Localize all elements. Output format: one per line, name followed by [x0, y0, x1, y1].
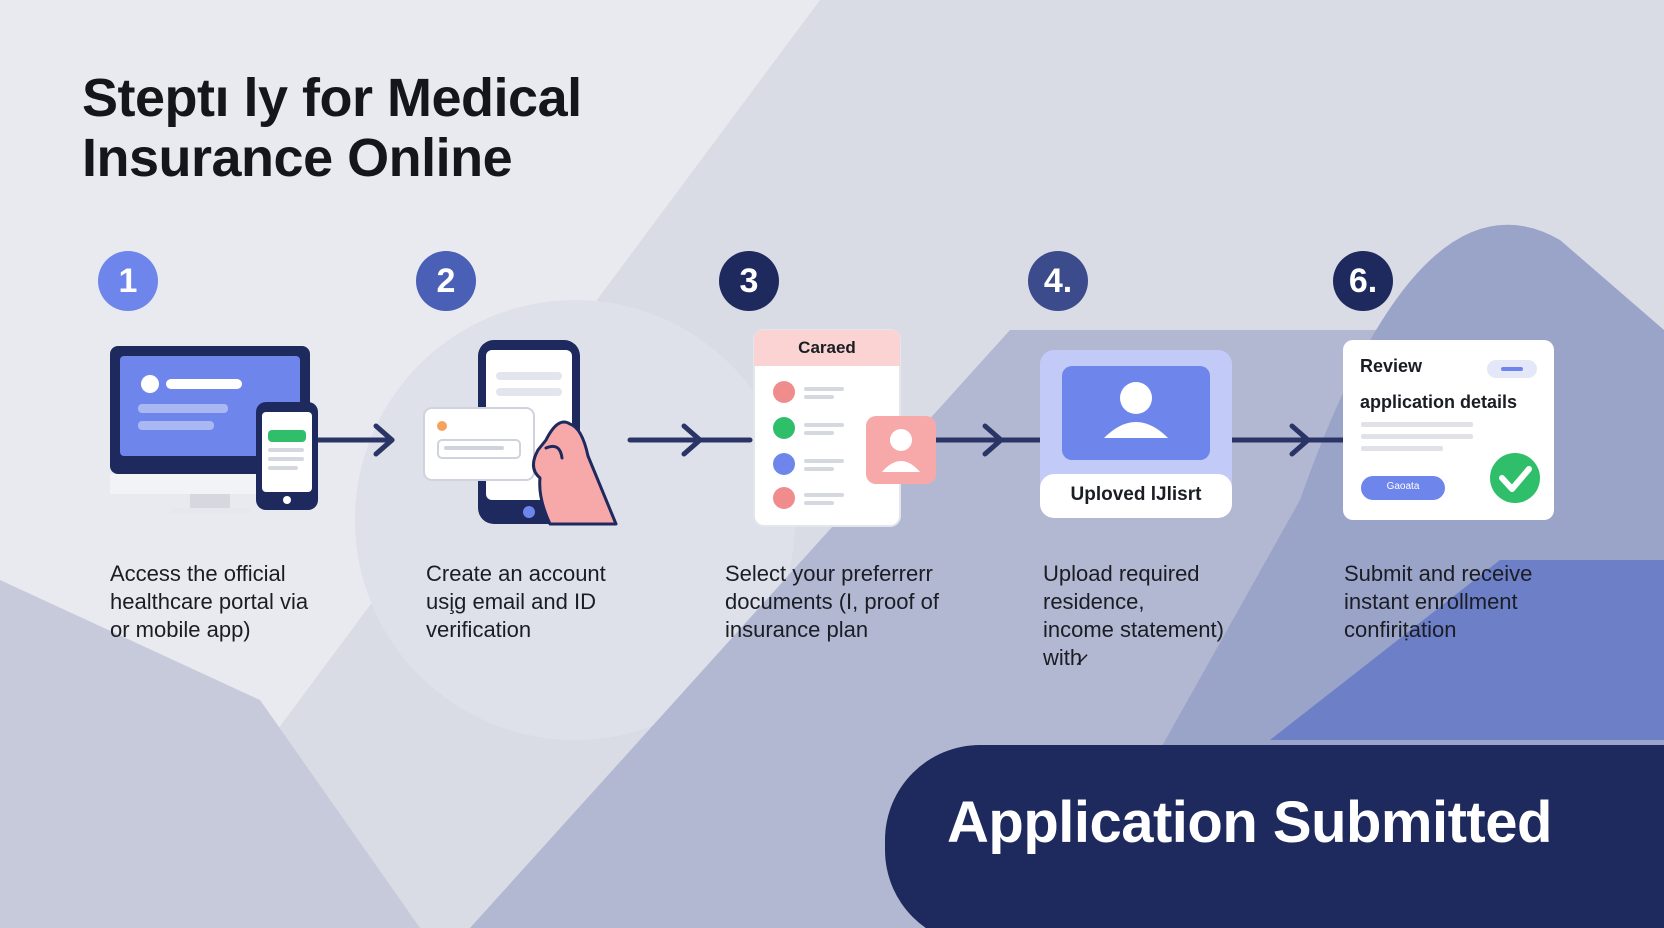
phone-in-hand-icon [423, 340, 618, 526]
step-1-badge: 1 [98, 251, 158, 311]
step-5-card-button-label: Gaoata [1386, 481, 1420, 492]
page-title: Step​tı ly for Medical Insurance Online [82, 68, 582, 188]
arrow-3-4-head [982, 423, 1004, 457]
step-3-line-2: documents (I, proof of [725, 589, 939, 614]
step-4-line-4: with̷ [1043, 645, 1083, 670]
step-2-description: Create an account usi̧g email and ID ver… [426, 560, 606, 644]
review-checkmark-icon [1343, 340, 1554, 520]
step-5-line-3: confiriṭation [1344, 617, 1457, 642]
step-5-line-1: Submit and receive [1344, 561, 1533, 586]
step-2-badge: 2 [416, 251, 476, 311]
step-3-line-1: Select your preferrerr [725, 561, 933, 586]
step-5-badge: 6. [1333, 251, 1393, 311]
application-submitted-banner: Application Submitted [885, 745, 1664, 928]
banner-label: Application Submitted [947, 790, 1552, 855]
upload-user-card-icon [1040, 350, 1232, 518]
arrow-4-5-head [1289, 423, 1311, 457]
step-3-description: Select your preferrerr documents (I, pro… [725, 560, 939, 644]
step-4-line-1: Upload required [1043, 561, 1200, 586]
step-4-line-2: residence, [1043, 589, 1145, 614]
step-2-line-2: usi̧g email and ID [426, 589, 596, 614]
title-line-2: Insurance Online [82, 128, 513, 188]
step-3-badge: 3 [719, 251, 779, 311]
step-2-line-3: verification [426, 617, 532, 642]
arrow-1-2-head [373, 423, 395, 457]
arrow-2-3-head [681, 423, 703, 457]
step-1-line-3: or mobile app) [110, 617, 251, 642]
step-5-card-label-2: application details [1360, 392, 1518, 412]
step-5-card-label-1: Review [1360, 356, 1423, 376]
title-line-1: Step​tı ly for Medical [82, 68, 582, 128]
document-checklist-icon [753, 329, 936, 527]
step-3-line-3: insurance plan [725, 617, 869, 642]
step-4-line-3: income statement) [1043, 617, 1224, 642]
step-4-description: Upload required residence, income statem… [1043, 560, 1224, 672]
step-4-badge: 4. [1028, 251, 1088, 311]
step-2-line-1: Create an account [426, 561, 606, 586]
step-1-line-2: healthcare portal via [110, 589, 309, 614]
computer-and-phone-icon [110, 346, 318, 514]
step-1-line-1: Access the official [110, 561, 286, 586]
step-5-description: Submit and receive instant enrollment co… [1344, 560, 1532, 644]
step-5-line-2: instant enrollment [1344, 589, 1518, 614]
step-3-card-label: Caraed [798, 338, 856, 357]
step-1-description: Access the official healthcare portal vi… [110, 560, 308, 644]
step-4-card-label: Uploved lJlisrt [1070, 484, 1202, 505]
